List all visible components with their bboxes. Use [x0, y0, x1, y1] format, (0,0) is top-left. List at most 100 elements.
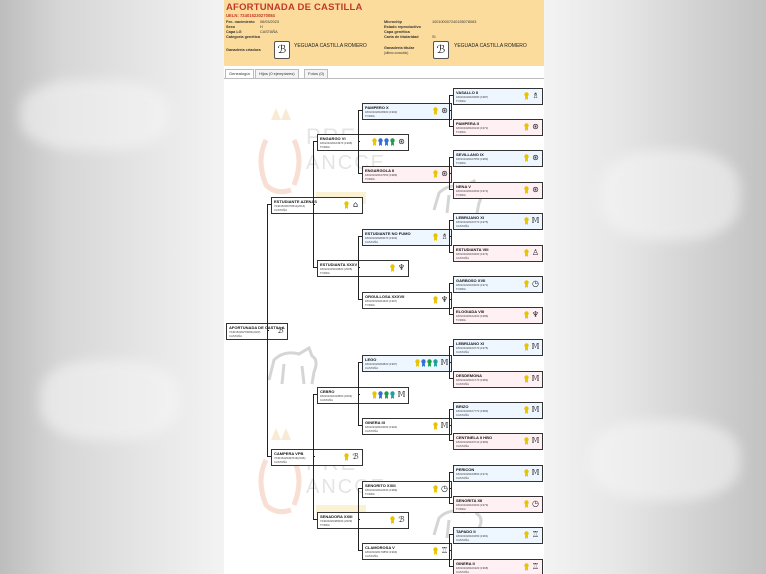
ancestor-name[interactable]: PAMPERA II — [456, 120, 479, 126]
horse-header: AFORTUNADA DE CASTILLA UELN: 72401523027… — [224, 0, 544, 66]
ancestor-id: 180101020107050 (1980) — [456, 156, 489, 161]
ancestor-name[interactable]: ESTUDIANTE NO FUMO — [365, 230, 411, 236]
ancestor-name[interactable]: PAMPERO X — [365, 104, 389, 110]
ancestor-name[interactable]: SENORITO XXIII — [365, 482, 396, 488]
ancestor-name[interactable]: GINERA III — [365, 419, 385, 425]
horse-ueln: UELN: 724015230270084 — [226, 13, 275, 18]
award-ribbon-icon — [421, 358, 426, 367]
pedigree-connector — [313, 519, 317, 520]
ancestor-name[interactable]: LEGO — [365, 356, 377, 362]
brand-mark-icon: ◷ — [532, 498, 539, 508]
ancestor-name[interactable]: CEBRO — [320, 388, 335, 394]
ancestor-id: 180101020100000 (1971) — [456, 282, 489, 287]
award-ribbon-icon — [524, 468, 529, 477]
ancestor-name[interactable]: NENA V — [456, 183, 471, 189]
breeder-name[interactable]: YEGUADA CASTILLA ROMERO — [294, 43, 367, 49]
award-ribbon-icon — [524, 185, 529, 194]
field-birthdate: Fec. nacimiento — [226, 20, 255, 24]
tab-photos[interactable]: Fotos (0) — [304, 69, 329, 78]
ancestor-name[interactable]: VASALLO II — [456, 89, 479, 95]
ancestor-name[interactable]: ESTUDIANTA XXXV — [320, 261, 358, 267]
award-ribbon-icon — [384, 390, 389, 399]
brand-mark-icon: ⊛ — [441, 168, 448, 178]
ancestor-name[interactable]: ORGULLOSA XXXVII — [365, 293, 405, 299]
ancestor-name[interactable]: ESTUDIANTE AZENAS — [274, 198, 317, 204]
award-ribbon-icon — [524, 499, 529, 508]
ancestor-coat: CASTAÑA — [456, 381, 470, 386]
ancestor-coat: TORDA — [320, 270, 330, 275]
brand-mark-icon: ♖ — [531, 529, 540, 539]
ancestor-name[interactable]: GARBOSO XVII — [456, 277, 486, 283]
ancestor-name[interactable]: ENGARGO VI — [320, 135, 346, 141]
brand-mark-icon: ⊛ — [532, 184, 539, 194]
owner-brand-icon: ℬ — [433, 41, 449, 59]
award-ribbon-icon — [390, 137, 395, 146]
award-ribbon-icon — [433, 546, 438, 555]
brand-mark-icon: ℬ — [277, 325, 284, 335]
ancestor-name[interactable]: PERICON — [456, 466, 475, 472]
ancestor-name[interactable]: SENADORA XXIII — [320, 513, 353, 519]
ancestor-name[interactable]: BRIZO — [456, 403, 469, 409]
ancestor-coat: CASTAÑA — [456, 475, 470, 480]
ancestor-coat: CASTAÑA — [274, 207, 288, 212]
brand-mark-icon: 𝕄 — [531, 467, 540, 477]
pedigree-connector — [449, 252, 453, 253]
ancestor-name[interactable]: SENORITA XII — [456, 497, 483, 503]
pedigree-connector — [449, 283, 453, 284]
ancestor-name[interactable]: GINERA II — [456, 560, 475, 566]
ancestor-name[interactable]: ESTUDIANTA VIII — [456, 246, 489, 252]
ancestor-name[interactable]: ELOGIADA VIII — [456, 308, 485, 314]
tab-genealogy[interactable]: Genealogía — [225, 69, 254, 78]
ancestor-name[interactable]: ENGARGOLA II — [365, 167, 395, 173]
ancestor-id: 180101020100080 (1987) — [456, 94, 489, 99]
ancestor-name[interactable]: LEBRIJANO XI — [456, 214, 485, 220]
ancestor-name[interactable]: SEVILLANO IX — [456, 151, 484, 157]
owner-name[interactable]: YEGUADA CASTILLA ROMERO — [454, 43, 527, 49]
pedigree-connector — [358, 362, 359, 425]
pedigree-connector — [449, 409, 450, 440]
award-ribbon-icon — [524, 153, 529, 162]
ancestor-name[interactable]: CAMPERA VPB — [274, 450, 304, 456]
ancestor-name[interactable]: AFORTUNADA DE CASTILLA — [229, 324, 285, 330]
ancestor-name[interactable]: DESDEMONA — [456, 372, 483, 378]
ancestor-name[interactable]: CENTINELA II HBO — [456, 434, 493, 440]
ancestor-name[interactable]: TAPADO II — [456, 528, 476, 534]
ancestor-name[interactable]: LEBRIJANO XI — [456, 340, 485, 346]
award-ribbon-icon — [524, 405, 529, 414]
pedigree-connector — [449, 440, 453, 441]
ancestor-name[interactable]: CLAMOROSA V — [365, 544, 395, 550]
ancestor-id: 180101020204320 (1997) — [365, 298, 398, 303]
tab-offspring[interactable]: Hijos (0 ejemplares) — [255, 69, 299, 78]
